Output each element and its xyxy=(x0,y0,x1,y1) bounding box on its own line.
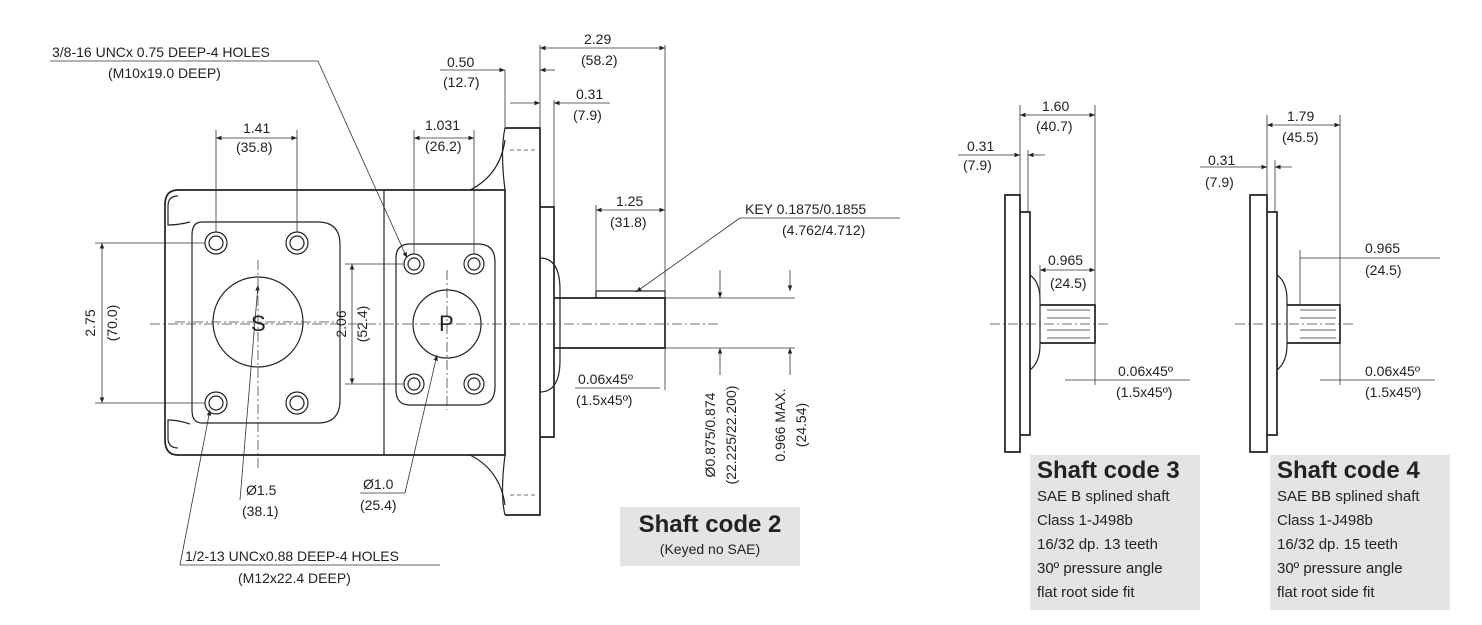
pressure-port-letter: P xyxy=(439,311,454,336)
shaft-code-4-box: Shaft code 4 SAE BB splined shaft Class … xyxy=(1270,455,1450,610)
s3-dim-7-9: (7.9) xyxy=(963,157,992,173)
s3-dim-0-965: 0.965 xyxy=(1048,252,1083,268)
dim-52-4: (52.4) xyxy=(354,306,370,343)
key-label: KEY 0.1875/0.1855 xyxy=(745,201,866,217)
s3-dim-chamfer-metric: (1.5x45º) xyxy=(1116,384,1172,400)
dimension-labels: 3/8-16 UNCx 0.75 DEEP-4 HOLES (M10x19.0 … xyxy=(52,31,1421,586)
dim-12-7: (12.7) xyxy=(443,74,480,90)
suction-port-letter: S xyxy=(251,311,266,336)
dim-26-2: (26.2) xyxy=(425,138,462,154)
shaft-code-4-title: Shaft code 4 xyxy=(1277,457,1420,484)
s4-dim-1-79: 1.79 xyxy=(1287,108,1314,124)
dim-chamfer: 0.06x45º xyxy=(578,371,633,387)
s3-dim-0-31: 0.31 xyxy=(967,138,994,154)
dim-2-29: 2.29 xyxy=(584,31,611,47)
dim-58-2: (58.2) xyxy=(581,52,618,68)
shaft-code-3-line-1: SAE B splined shaft xyxy=(1037,488,1170,505)
mount-tapped-label: 3/8-16 UNCx 0.75 DEEP-4 HOLES xyxy=(52,44,270,60)
main-dimensions xyxy=(50,45,900,566)
s4-dim-0-31: 0.31 xyxy=(1208,152,1235,168)
shaft-code-2-line: (Keyed no SAE) xyxy=(659,541,761,557)
shaft-code-3-line-3: 16/32 dp. 13 teeth xyxy=(1037,536,1158,553)
key-metric-label: (4.762/4.712) xyxy=(782,222,865,238)
dim-2-75: 2.75 xyxy=(82,309,98,336)
s3-dim-chamfer: 0.06x45º xyxy=(1118,363,1173,379)
dim-0-31: 0.31 xyxy=(576,86,603,102)
dim-shaft-dia: Ø0.875/0.874 xyxy=(702,392,718,477)
s4-dim-24-5: (24.5) xyxy=(1365,262,1402,278)
shaft-code-2-box: Shaft code 2 (Keyed no SAE) xyxy=(620,507,800,566)
shaft-code-4-line-4: 30º pressure angle xyxy=(1277,560,1403,577)
mount-tapped-metric-label: (M10x19.0 DEEP) xyxy=(108,65,221,81)
shaft-code-3-line-4: 30º pressure angle xyxy=(1037,560,1163,577)
shaft-code-3-drawing xyxy=(958,105,1190,453)
shaft-code-3-title: Shaft code 3 xyxy=(1037,457,1180,484)
dim-max-metric: (24.54) xyxy=(793,403,809,447)
dim-dia-1-5: Ø1.5 xyxy=(246,482,277,498)
dim-chamfer-metric: (1.5x45º) xyxy=(576,392,632,408)
dim-70-0: (70.0) xyxy=(104,305,120,342)
shaft-code-4-line-5: flat root side fit xyxy=(1277,584,1375,601)
dim-31-8: (31.8) xyxy=(610,214,647,230)
shaft-code-4-line-1: SAE BB splined shaft xyxy=(1277,488,1420,505)
dim-max: 0.966 MAX. xyxy=(772,388,788,461)
s4-dim-chamfer: 0.06x45º xyxy=(1365,363,1420,379)
shaft-code-4-line-3: 16/32 dp. 15 teeth xyxy=(1277,536,1398,553)
shaft-code-4-drawing xyxy=(1200,115,1440,453)
dim-shaft-dia-metric: (22.225/22.200) xyxy=(723,386,739,485)
s4-dim-0-965: 0.965 xyxy=(1365,240,1400,256)
port-tapped-metric-label: (M12x22.4 DEEP) xyxy=(238,570,351,586)
s3-dim-1-60: 1.60 xyxy=(1042,98,1069,114)
dim-1-25: 1.25 xyxy=(616,193,643,209)
s4-dim-7-9: (7.9) xyxy=(1205,174,1234,190)
shaft-code-2-title: Shaft code 2 xyxy=(638,511,782,538)
dim-2-06: 2.06 xyxy=(333,310,349,337)
pump-body xyxy=(150,127,720,516)
shaft-code-3-line-2: Class 1-J498b xyxy=(1037,512,1133,529)
s3-dim-24-5: (24.5) xyxy=(1050,275,1087,291)
dim-38-1: (38.1) xyxy=(242,503,279,519)
shaft-code-3-box: Shaft code 3 SAE B splined shaft Class 1… xyxy=(1030,455,1200,610)
dim-1-031: 1.031 xyxy=(425,117,460,133)
s4-dim-chamfer-metric: (1.5x45º) xyxy=(1365,384,1421,400)
dim-dia-1-0: Ø1.0 xyxy=(363,476,394,492)
port-tapped-label: 1/2-13 UNCx0.88 DEEP-4 HOLES xyxy=(185,548,399,564)
dim-1-41: 1.41 xyxy=(243,120,270,136)
dim-7-9: (7.9) xyxy=(573,107,602,123)
s3-dim-40-7: (40.7) xyxy=(1036,118,1073,134)
dim-35-8: (35.8) xyxy=(236,139,273,155)
shaft-code-3-line-5: flat root side fit xyxy=(1037,584,1135,601)
s4-dim-45-5: (45.5) xyxy=(1282,129,1319,145)
dim-25-4: (25.4) xyxy=(360,497,397,513)
shaft-code-4-line-2: Class 1-J498b xyxy=(1277,512,1373,529)
dim-0-50: 0.50 xyxy=(447,54,474,70)
